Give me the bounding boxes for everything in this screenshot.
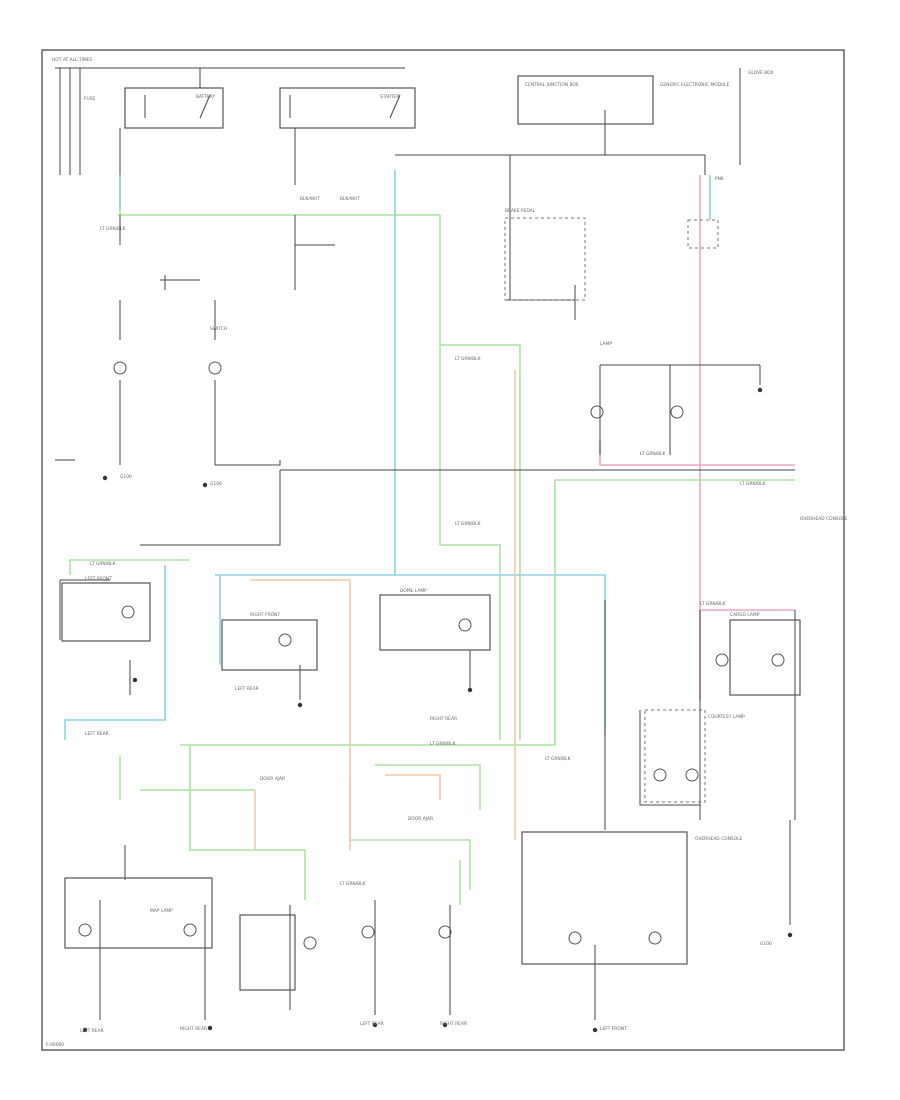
svg-text:RIGHT FRONT: RIGHT FRONT — [250, 612, 280, 618]
svg-text:STARTER: STARTER — [380, 94, 399, 100]
wire-labels: LT GRN/BLK BLK/WHT BLK/WHT PNK LT GRN/BL… — [80, 176, 848, 1034]
svg-text:LEFT REAR: LEFT REAR — [360, 1021, 384, 1027]
svg-text:GENERIC ELECTRONIC MODULE: GENERIC ELECTRONIC MODULE — [660, 82, 730, 88]
colored-wires — [64, 170, 795, 905]
svg-text:G100: G100 — [210, 481, 222, 487]
footnote-label: F-00000 — [46, 1042, 64, 1048]
svg-text:DOOR AJAR: DOOR AJAR — [408, 816, 433, 822]
svg-text:LAMP: LAMP — [600, 341, 612, 347]
left-rear-lamp-box — [239, 914, 296, 991]
svg-text:LEFT REAR: LEFT REAR — [235, 686, 259, 692]
central-junction-box — [517, 75, 654, 125]
svg-text:LT GRN/BLK: LT GRN/BLK — [455, 521, 481, 527]
svg-text:LT GRN/BLK: LT GRN/BLK — [740, 481, 766, 487]
svg-text:GLOVE BOX: GLOVE BOX — [748, 70, 773, 76]
svg-text:OVERHEAD CONSOLE: OVERHEAD CONSOLE — [695, 836, 743, 842]
svg-text:BLK/WHT: BLK/WHT — [340, 196, 360, 202]
courtesy-lamp-box — [644, 709, 706, 803]
svg-text:RIGHT REAR: RIGHT REAR — [180, 1026, 207, 1032]
right-front-door-switch-box — [221, 619, 318, 671]
svg-text:LT GRN/BLK: LT GRN/BLK — [100, 226, 126, 232]
front-door-ajar-box — [687, 219, 719, 249]
svg-text:G100: G100 — [760, 941, 772, 947]
wire-light-blue — [64, 170, 711, 740]
svg-text:CENTRAL JUNCTION BOX: CENTRAL JUNCTION BOX — [525, 82, 579, 88]
svg-text:LT GRN/BLK: LT GRN/BLK — [640, 451, 666, 457]
svg-text:OVERHEAD CONSOLE: OVERHEAD CONSOLE — [800, 516, 848, 522]
svg-text:LEFT REAR: LEFT REAR — [80, 1028, 104, 1034]
svg-text:CARGO LAMP: CARGO LAMP — [730, 612, 760, 618]
svg-text:DOOR AJAR: DOOR AJAR — [260, 776, 285, 782]
svg-text:BLK/WHT: BLK/WHT — [300, 196, 320, 202]
black-wires — [55, 185, 796, 1020]
svg-text:LT GRN/BLK: LT GRN/BLK — [545, 756, 571, 762]
overhead-console-box — [521, 831, 688, 965]
svg-text:PNK: PNK — [715, 176, 724, 182]
map-lamp-box — [64, 877, 213, 949]
hot-at-all-times-label: HOT AT ALL TIMES — [52, 57, 92, 63]
svg-text:LEFT FRONT: LEFT FRONT — [600, 1026, 627, 1032]
svg-text:RIGHT REAR: RIGHT REAR — [430, 716, 457, 722]
svg-text:FUSE: FUSE — [84, 96, 96, 102]
svg-text:LEFT REAR: LEFT REAR — [85, 731, 109, 737]
brake-pedal-switch-box — [504, 217, 586, 301]
lamps — [78, 361, 785, 950]
svg-text:LT GRN/BLK: LT GRN/BLK — [455, 356, 481, 362]
wire-pink — [599, 175, 795, 700]
svg-text:COURTESY LAMP: COURTESY LAMP — [708, 714, 745, 720]
svg-text:RIGHT REAR: RIGHT REAR — [440, 1021, 467, 1027]
svg-text:LT GRN/BLK: LT GRN/BLK — [430, 741, 456, 747]
svg-text:G100: G100 — [120, 474, 132, 480]
svg-text:LT GRN/BLK: LT GRN/BLK — [90, 561, 116, 567]
svg-text:LT GRN/BLK: LT GRN/BLK — [700, 601, 726, 607]
grounds — [82, 387, 793, 1033]
svg-text:BRAKE PEDAL: BRAKE PEDAL — [505, 208, 536, 214]
components: BRAKE PEDAL LEFT FRONT RIGHT FRONT DOME … — [61, 208, 801, 991]
left-front-door-switch-box — [61, 582, 151, 642]
svg-text:LT GRN/BLK: LT GRN/BLK — [340, 881, 366, 887]
starter-box — [279, 87, 416, 129]
cargo-lamp-box — [729, 619, 801, 696]
top-power-section: HOT AT ALL TIMES FUSE BATTERY STARTER CE… — [52, 57, 773, 185]
diagram-frame — [41, 49, 845, 1051]
svg-text:MAP LAMP: MAP LAMP — [150, 908, 173, 914]
svg-text:DOME LAMP: DOME LAMP — [400, 588, 427, 594]
svg-text:LEFT FRONT: LEFT FRONT — [85, 576, 112, 582]
svg-text:SWITCH: SWITCH — [210, 326, 227, 332]
wire-light-green — [69, 175, 795, 905]
dome-lamp-box — [379, 594, 491, 651]
battery-box — [124, 87, 224, 129]
svg-text:BATTERY: BATTERY — [196, 94, 216, 100]
wire-orange — [250, 370, 516, 850]
